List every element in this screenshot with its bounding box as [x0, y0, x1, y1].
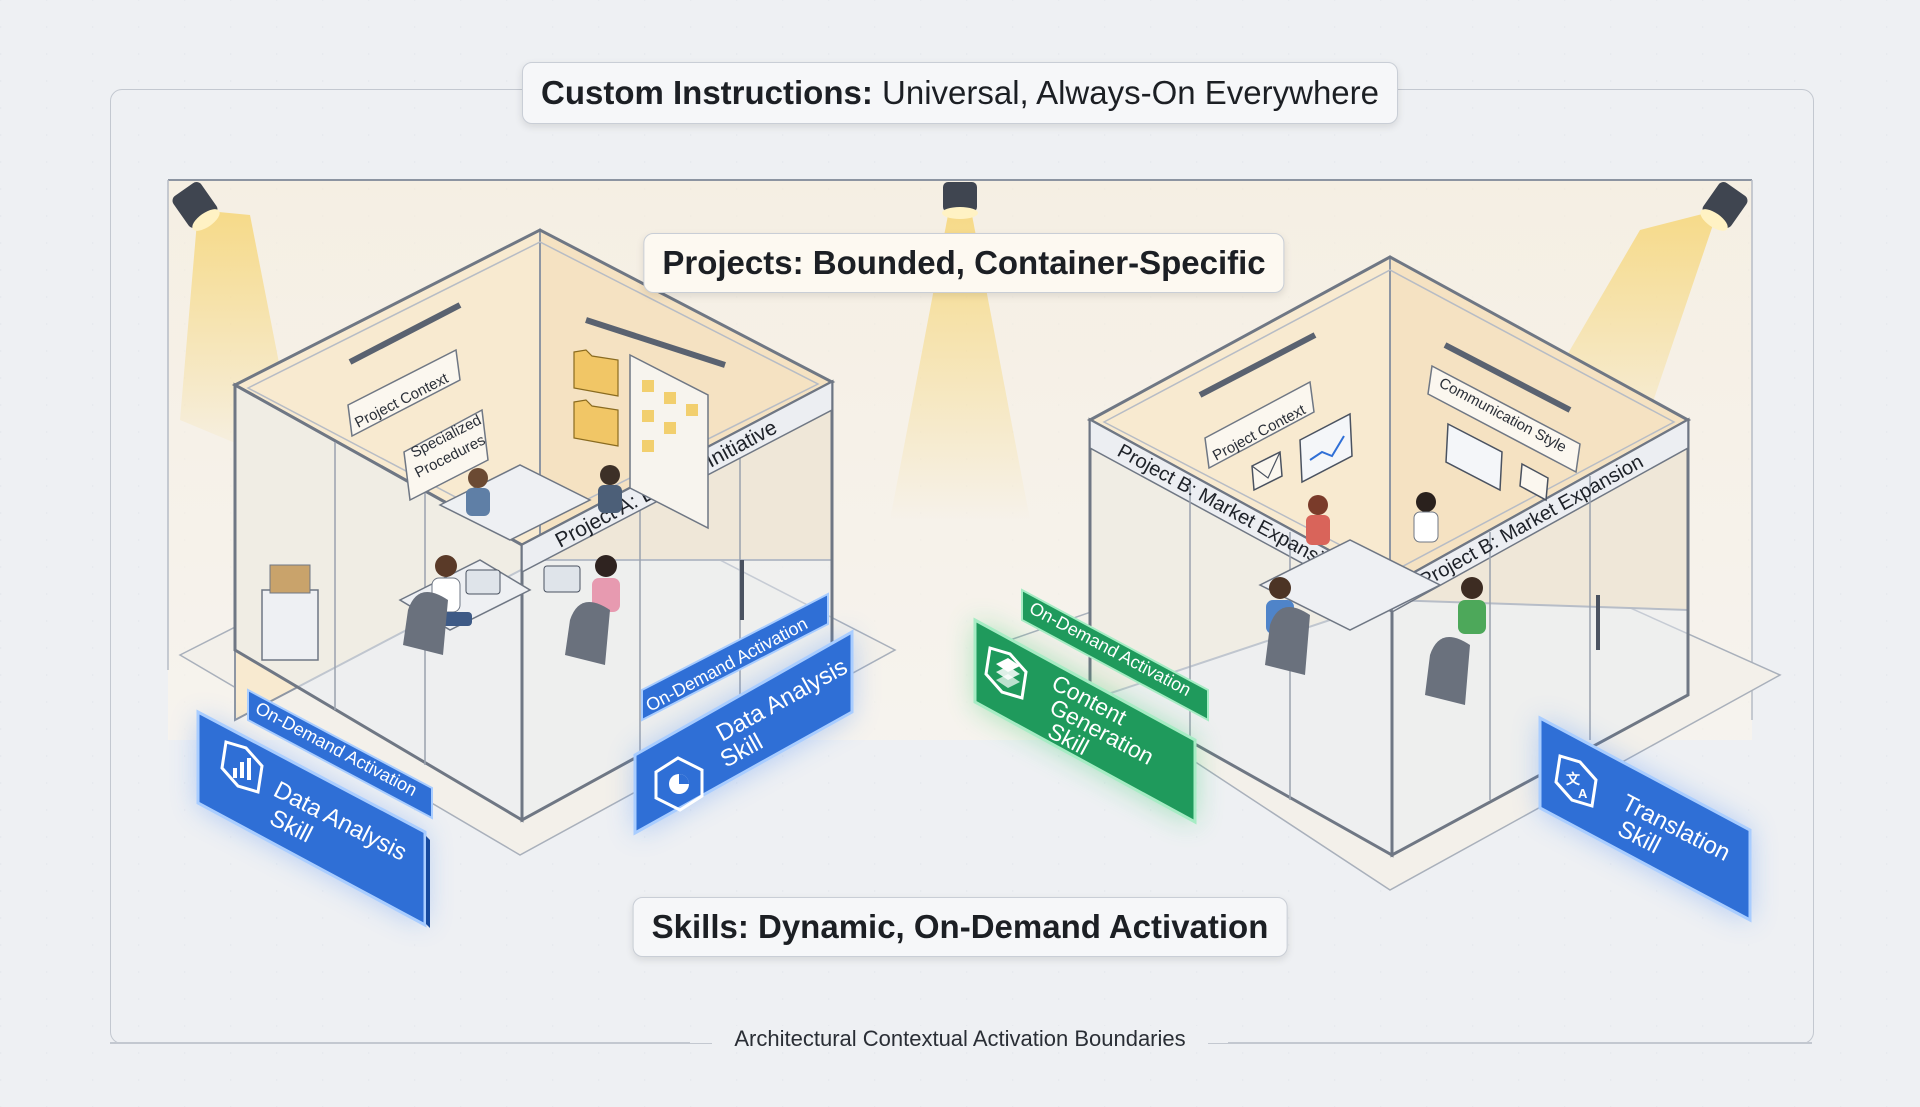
- spotlight-center-icon: [942, 182, 978, 219]
- custom-instructions-strong: Custom Instructions:: [540, 74, 873, 111]
- svg-text:A: A: [1578, 786, 1588, 801]
- spotlight-left-icon: [172, 182, 220, 231]
- project-b-wall-light: [1198, 332, 1572, 413]
- caption-rule-left: [110, 1042, 690, 1044]
- spotlight-right-icon: [1700, 182, 1748, 231]
- procedures-card-a: [403, 408, 489, 502]
- skill-card-data-analysis-left[interactable]: [196, 709, 430, 928]
- diagram-caption: Architectural Contextual Activation Boun…: [0, 1026, 1920, 1052]
- activation-tag-1: [247, 688, 433, 820]
- custom-instructions-rest: Universal, Always-On Everywhere: [872, 74, 1380, 111]
- chart-screen-icon: [1299, 412, 1353, 484]
- mail-icon: [1251, 450, 1549, 502]
- skill-card-data-analysis-right[interactable]: [633, 629, 854, 836]
- chat-bubble-icon: [1445, 422, 1503, 492]
- activation-tag-2: [641, 592, 829, 722]
- project-b-workers: [1258, 492, 1486, 705]
- project-context-card-a: [347, 348, 461, 438]
- folder-icon: [573, 349, 619, 447]
- caption-text: Architectural Contextual Activation Boun…: [712, 1026, 1208, 1051]
- skills-title: Skills: Dynamic, On-Demand Activation: [632, 897, 1288, 957]
- bar-chart-icon: [220, 740, 264, 794]
- skill-card-content-generation[interactable]: [973, 617, 1197, 825]
- project-context-card-b: [1204, 380, 1315, 470]
- activation-tag-3: [1021, 588, 1209, 722]
- project-a-workers: [261, 464, 622, 665]
- svg-text:文: 文: [1566, 771, 1581, 787]
- skill-card-translation[interactable]: [1538, 715, 1752, 923]
- custom-instructions-title: Custom Instructions: Universal, Always-O…: [521, 62, 1399, 124]
- caption-rule-right: [1228, 1042, 1812, 1044]
- layers-icon: [984, 646, 1028, 700]
- projects-title: Projects: Bounded, Container-Specific: [643, 233, 1285, 293]
- pie-chart-icon: [654, 756, 704, 812]
- communication-style-card: [1427, 364, 1581, 474]
- translate-icon: 文 A: [1554, 754, 1598, 808]
- kanban-board-icon: [629, 353, 709, 530]
- project-a-wall-light: [348, 302, 726, 368]
